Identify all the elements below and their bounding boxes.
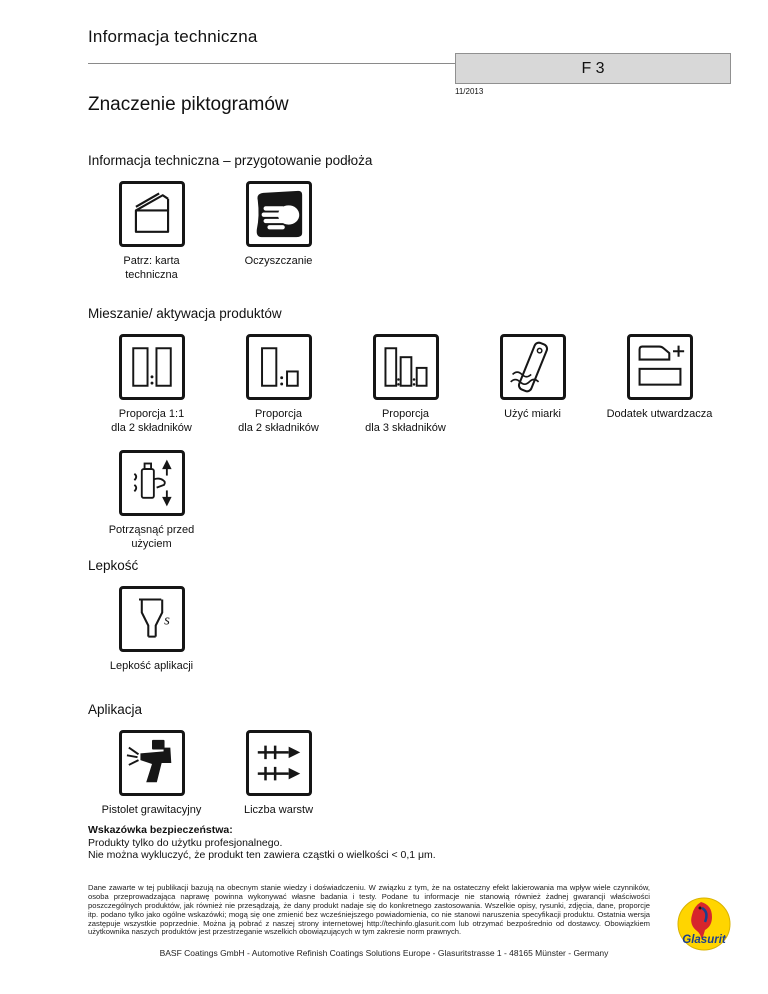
cleaning-icon	[245, 181, 312, 247]
pictogram-item: s Lepkość aplikacji	[88, 586, 215, 674]
pictogram-item: Pistolet grawitacyjny	[88, 730, 215, 818]
company-footer: BASF Coatings GmbH - Automotive Refinish…	[159, 948, 609, 958]
pictogram-label: Proporcja dla 3 składników	[365, 408, 446, 434]
safety-note: Wskazówka bezpieczeństwa: Produkty tylko…	[88, 824, 436, 862]
section-application-title: Aplikacja	[88, 702, 143, 717]
pictogram-row: Proporcja 1:1 dla 2 składników Proporcja…	[88, 334, 748, 436]
ratio-1-1-icon	[118, 334, 185, 400]
pictogram-item: Dodatek utwardzacza	[596, 334, 723, 436]
pictogram-item: Proporcja dla 3 składników	[342, 334, 469, 436]
pictogram-item: Oczyszczanie	[215, 181, 342, 283]
pictogram-row: s Lepkość aplikacji	[88, 586, 748, 674]
pictogram-item: Użyć miarki	[469, 334, 596, 436]
section-application: Aplikacja Pis	[88, 702, 748, 818]
spray-gun-icon	[118, 730, 185, 796]
safety-note-line: Nie można wykluczyć, że produkt ten zawi…	[88, 849, 436, 862]
safety-note-title: Wskazówka bezpieczeństwa:	[88, 824, 233, 836]
pictogram-label: Potrząsnąć przed użyciem	[108, 524, 195, 550]
document-date: 11/2013	[455, 87, 484, 96]
document-title: Informacja techniczna	[88, 27, 258, 46]
pictogram-label: Proporcja 1:1 dla 2 składników	[111, 408, 192, 434]
pictogram-item: Proporcja 1:1 dla 2 składników	[88, 334, 215, 436]
ratio-3-components-icon	[372, 334, 439, 400]
section-viscosity-title: Lepkość	[88, 558, 139, 573]
technical-datasheet-icon	[118, 181, 185, 247]
safety-note-line: Produkty tylko do użytku profesjonalnego…	[88, 836, 283, 849]
pictogram-row: Potrząsnąć przed użyciem	[88, 450, 748, 552]
pictogram-row: Patrz: karta techniczna Oc	[88, 181, 748, 283]
viscosity-seconds-letter: s	[164, 613, 170, 629]
section-preparation: Informacja techniczna – przygotowanie po…	[88, 153, 748, 283]
shake-before-use-icon	[118, 450, 185, 516]
page-heading: Znaczenie piktogramów	[88, 94, 289, 115]
hardener-additive-icon	[626, 334, 693, 400]
pictogram-item: Potrząsnąć przed użyciem	[88, 450, 215, 552]
legal-disclaimer: Dane zawarte w tej publikacji bazują na …	[88, 883, 650, 937]
pictogram-label: Lepkość aplikacji	[109, 660, 194, 672]
pictogram-item: Patrz: karta techniczna	[88, 181, 215, 283]
pictogram-row: Pistolet grawitacyjny	[88, 730, 748, 818]
pictogram-label: Proporcja dla 2 składników	[238, 408, 319, 434]
document-code: F 3	[581, 59, 605, 77]
number-of-coats-icon	[245, 730, 312, 796]
flow-cup-icon: s	[118, 586, 185, 652]
document-code-badge: F 3	[455, 53, 731, 84]
pictogram-label: Patrz: karta techniczna	[123, 255, 180, 281]
section-mixing-title: Mieszanie/ aktywacja produktów	[88, 306, 282, 321]
measuring-stick-icon	[499, 334, 566, 400]
section-preparation-title: Informacja techniczna – przygotowanie po…	[88, 153, 373, 168]
ratio-2-components-icon	[245, 334, 312, 400]
section-viscosity: Lepkość s Lepkość aplikacji	[88, 558, 748, 674]
glasurit-logo: Glasurit	[676, 896, 732, 952]
pictogram-label: Użyć miarki	[504, 408, 561, 420]
pictogram-item: Proporcja dla 2 składników	[215, 334, 342, 436]
pictogram-label: Dodatek utwardzacza	[606, 408, 713, 420]
header-divider	[88, 63, 456, 64]
pictogram-label: Pistolet grawitacyjny	[101, 804, 202, 816]
section-mixing: Mieszanie/ aktywacja produktów Proporcja…	[88, 306, 748, 436]
pictogram-label: Oczyszczanie	[244, 255, 313, 267]
section-mixing-row2: Potrząsnąć przed użyciem	[88, 450, 748, 552]
pictogram-item: Liczba warstw	[215, 730, 342, 818]
pictogram-label: Liczba warstw	[243, 804, 314, 816]
logo-brand-text: Glasurit	[682, 934, 727, 946]
